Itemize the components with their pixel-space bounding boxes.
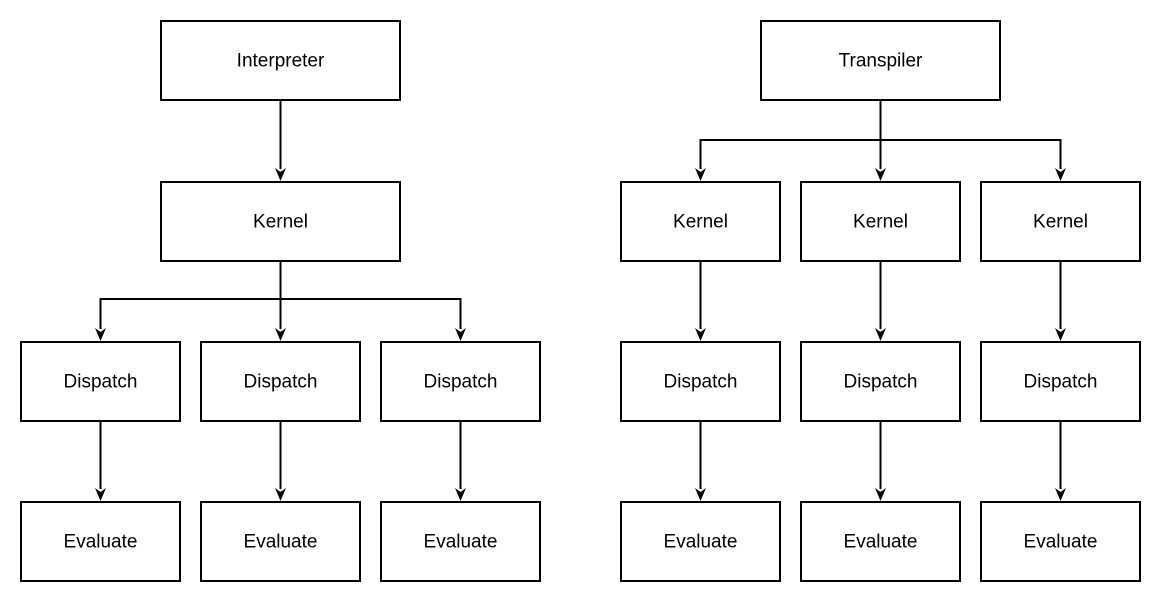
- node-r-kernel-3[interactable]: Kernel: [980, 181, 1141, 262]
- node-l-root[interactable]: Interpreter: [160, 20, 401, 101]
- node-box: [980, 501, 1141, 582]
- node-box: [800, 501, 961, 582]
- node-label: Kernel: [253, 212, 308, 233]
- node-label: Kernel: [853, 212, 908, 233]
- edge-r-kernel-3-to-r-dispatch-3: [1055, 261, 1066, 341]
- node-box: [800, 341, 961, 422]
- node-label: Kernel: [1033, 212, 1088, 233]
- node-label: Evaluate: [664, 532, 738, 553]
- node-box: [980, 181, 1141, 262]
- node-r-evaluate-2[interactable]: Evaluate: [800, 501, 961, 582]
- node-box: [760, 20, 1001, 101]
- node-l-evaluate-3[interactable]: Evaluate: [380, 501, 541, 582]
- edge-l-dispatch-1-to-l-evaluate-1: [95, 421, 106, 501]
- node-r-dispatch-3[interactable]: Dispatch: [980, 341, 1141, 422]
- node-label: Interpreter: [237, 51, 325, 72]
- edge-r-kernel-1-to-r-dispatch-1: [695, 261, 706, 341]
- node-label: Dispatch: [664, 372, 738, 393]
- edge-l-kernel-to-l-dispatch-3: [279, 261, 466, 341]
- node-box: [200, 341, 361, 422]
- node-box: [160, 181, 401, 262]
- node-l-kernel[interactable]: Kernel: [160, 181, 401, 262]
- node-l-dispatch-2[interactable]: Dispatch: [200, 341, 361, 422]
- node-label: Evaluate: [1024, 532, 1098, 553]
- node-l-evaluate-2[interactable]: Evaluate: [200, 501, 361, 582]
- edge-l-dispatch-2-to-l-evaluate-2: [275, 421, 286, 501]
- node-label: Kernel: [673, 212, 728, 233]
- node-l-dispatch-1[interactable]: Dispatch: [20, 341, 181, 422]
- node-r-dispatch-2[interactable]: Dispatch: [800, 341, 961, 422]
- node-r-evaluate-1[interactable]: Evaluate: [620, 501, 781, 582]
- node-label: Evaluate: [424, 532, 498, 553]
- edge-r-dispatch-2-to-r-evaluate-2: [875, 421, 886, 501]
- node-box: [620, 501, 781, 582]
- edge-l-dispatch-3-to-l-evaluate-3: [455, 421, 466, 501]
- node-label: Evaluate: [844, 532, 918, 553]
- edge-l-root-to-l-kernel: [275, 100, 286, 181]
- node-label: Dispatch: [244, 372, 318, 393]
- edge-r-dispatch-3-to-r-evaluate-3: [1055, 421, 1066, 501]
- edge-l-kernel-to-l-dispatch-1: [95, 261, 282, 341]
- node-box: [980, 341, 1141, 422]
- node-box: [380, 501, 541, 582]
- node-r-dispatch-1[interactable]: Dispatch: [620, 341, 781, 422]
- edge-r-dispatch-1-to-r-evaluate-1: [695, 421, 706, 501]
- node-label: Evaluate: [244, 532, 318, 553]
- node-label: Evaluate: [64, 532, 138, 553]
- node-r-evaluate-3[interactable]: Evaluate: [980, 501, 1141, 582]
- edge-r-root-to-r-kernel-3: [879, 100, 1066, 181]
- node-r-kernel-2[interactable]: Kernel: [800, 181, 961, 262]
- edge-r-root-to-r-kernel-1: [695, 100, 882, 181]
- node-l-evaluate-1[interactable]: Evaluate: [20, 501, 181, 582]
- node-label: Dispatch: [64, 372, 138, 393]
- node-box: [200, 501, 361, 582]
- node-label: Dispatch: [844, 372, 918, 393]
- node-box: [800, 181, 961, 262]
- node-box: [160, 20, 401, 101]
- node-label: Dispatch: [1024, 372, 1098, 393]
- node-r-kernel-1[interactable]: Kernel: [620, 181, 781, 262]
- node-label: Transpiler: [839, 51, 923, 72]
- edges-layer: [95, 100, 1066, 501]
- node-box: [380, 341, 541, 422]
- edge-r-kernel-2-to-r-dispatch-2: [875, 261, 886, 341]
- node-box: [20, 501, 181, 582]
- node-box: [620, 341, 781, 422]
- node-box: [620, 181, 781, 262]
- node-label: Dispatch: [424, 372, 498, 393]
- node-l-dispatch-3[interactable]: Dispatch: [380, 341, 541, 422]
- node-r-root[interactable]: Transpiler: [760, 20, 1001, 101]
- node-box: [20, 341, 181, 422]
